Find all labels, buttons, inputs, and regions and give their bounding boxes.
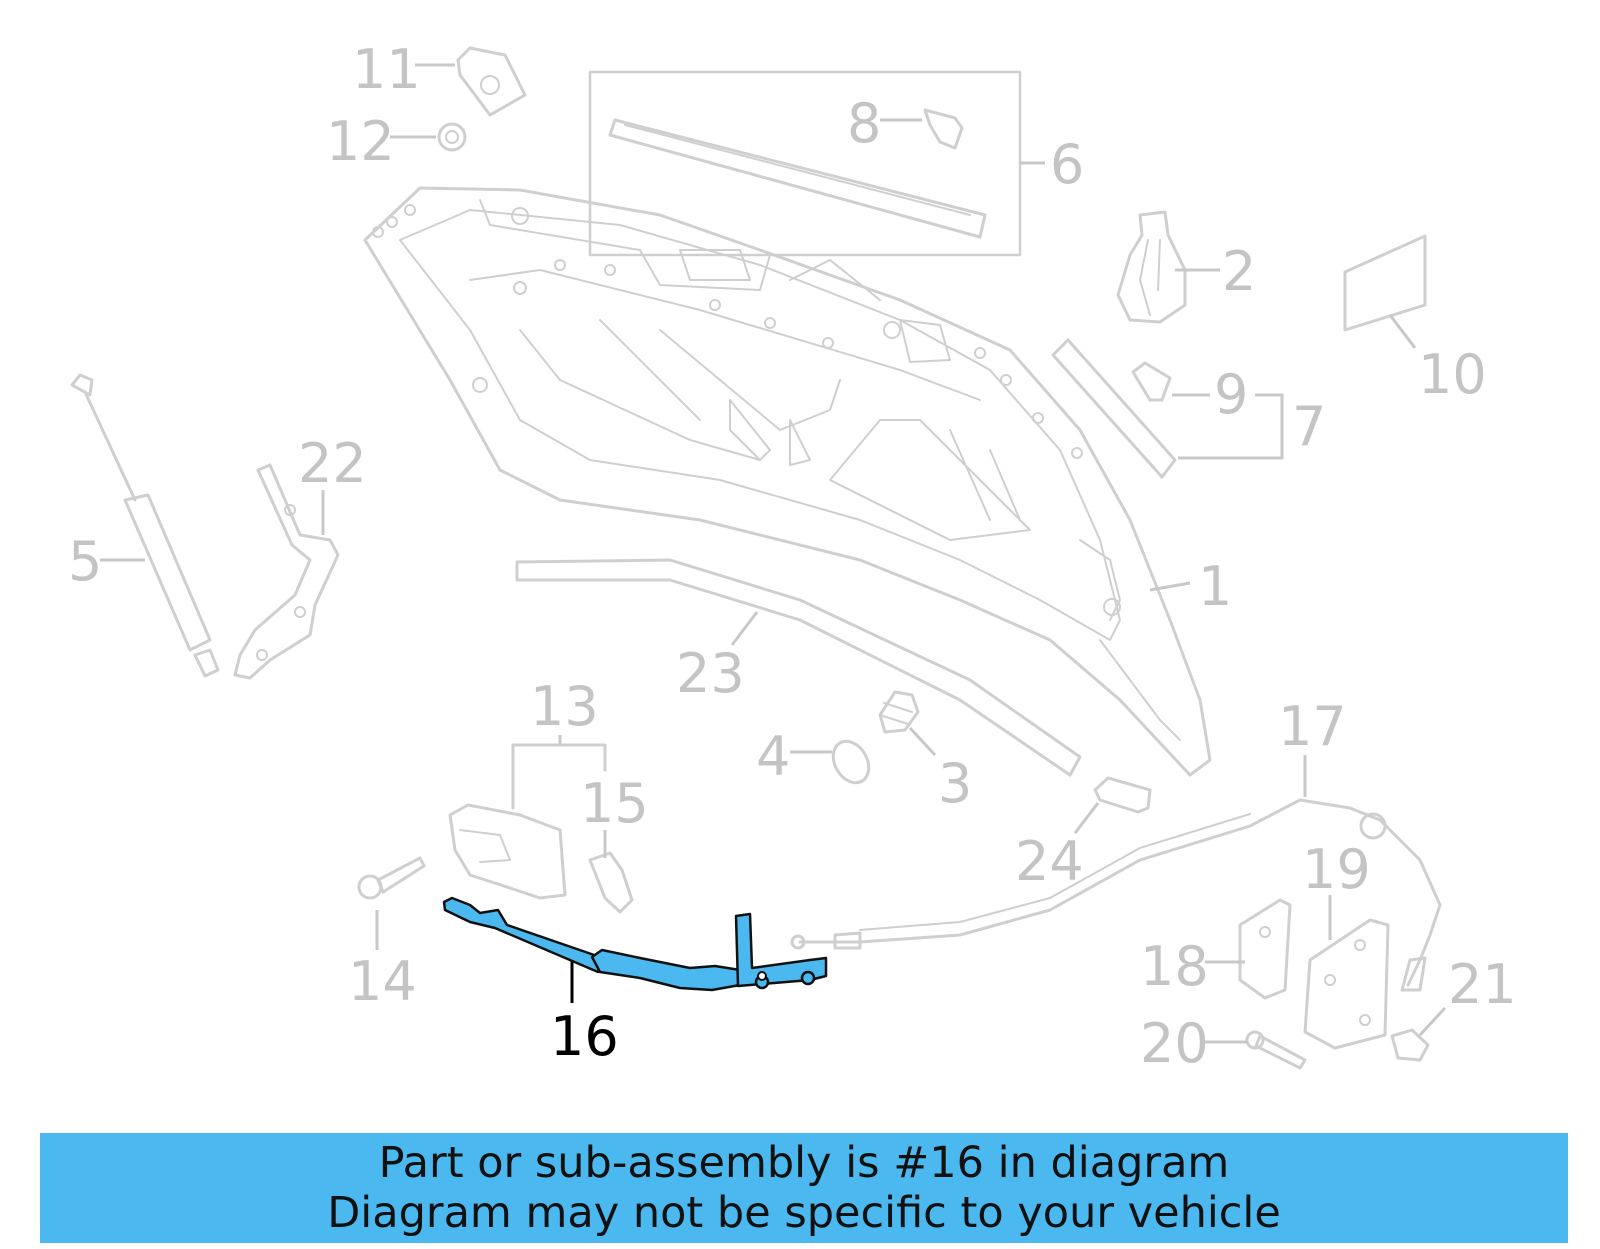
- bracket-18: [1238, 898, 1292, 1000]
- bracket-19: [1303, 918, 1390, 1050]
- bolt-14: [357, 856, 426, 900]
- callout-21: 21: [1448, 953, 1517, 1016]
- callout-1: 1: [1198, 555, 1232, 618]
- clip-24: [1093, 776, 1152, 814]
- callout-3: 3: [938, 752, 972, 815]
- callout-labels: 1 2 3 4 5 6 7 8 9 10 11 12 13 14 15 16 1…: [68, 38, 1517, 1075]
- hood-panel: [363, 186, 1212, 777]
- callout-22: 22: [298, 432, 367, 495]
- release-handle-16: [442, 896, 828, 992]
- callout-arrows: [100, 63, 1447, 1044]
- callout-23: 23: [676, 642, 745, 705]
- callout-17: 17: [1278, 695, 1347, 758]
- callout-2: 2: [1222, 240, 1256, 303]
- callout-7: 7: [1292, 395, 1326, 458]
- boot-2: [1116, 210, 1187, 324]
- clip-21: [1390, 1028, 1430, 1062]
- nut-12: [437, 122, 467, 152]
- bracket-11: [456, 46, 527, 117]
- banner-line-disclaimer: Diagram may not be specific to your vehi…: [327, 1188, 1281, 1238]
- strut-5: [70, 373, 220, 678]
- callout-15: 15: [580, 772, 649, 835]
- windshield-seal-group: [588, 70, 1045, 257]
- grommet-4: [831, 739, 871, 785]
- banner-line-part: Part or sub-assembly is #16 in diagram: [378, 1138, 1230, 1188]
- callout-12: 12: [326, 110, 395, 173]
- callout-8: 8: [847, 92, 881, 155]
- clip-15: [588, 851, 634, 914]
- callout-24: 24: [1015, 830, 1084, 893]
- callout-20: 20: [1140, 1012, 1209, 1075]
- callout-5: 5: [68, 530, 102, 593]
- callout-10: 10: [1418, 343, 1487, 406]
- weatherstrip-7: [1051, 338, 1177, 479]
- callout-18: 18: [1140, 935, 1209, 998]
- callout-6: 6: [1050, 133, 1084, 196]
- label-10: [1343, 234, 1427, 332]
- cable-17: [790, 798, 1442, 992]
- bolt-20: [1245, 1030, 1307, 1070]
- callout-11: 11: [352, 38, 421, 101]
- hinge-22: [233, 463, 340, 680]
- info-banner: Part or sub-assembly is #16 in diagram D…: [40, 1133, 1568, 1243]
- bumper-3: [878, 690, 920, 734]
- seal-23: [515, 558, 1082, 777]
- callout-9: 9: [1214, 363, 1248, 426]
- callout-19: 19: [1302, 838, 1371, 901]
- callout-16: 16: [550, 1005, 619, 1068]
- callout-13: 13: [530, 675, 599, 738]
- callout-4: 4: [756, 725, 790, 788]
- callout-14: 14: [348, 950, 417, 1013]
